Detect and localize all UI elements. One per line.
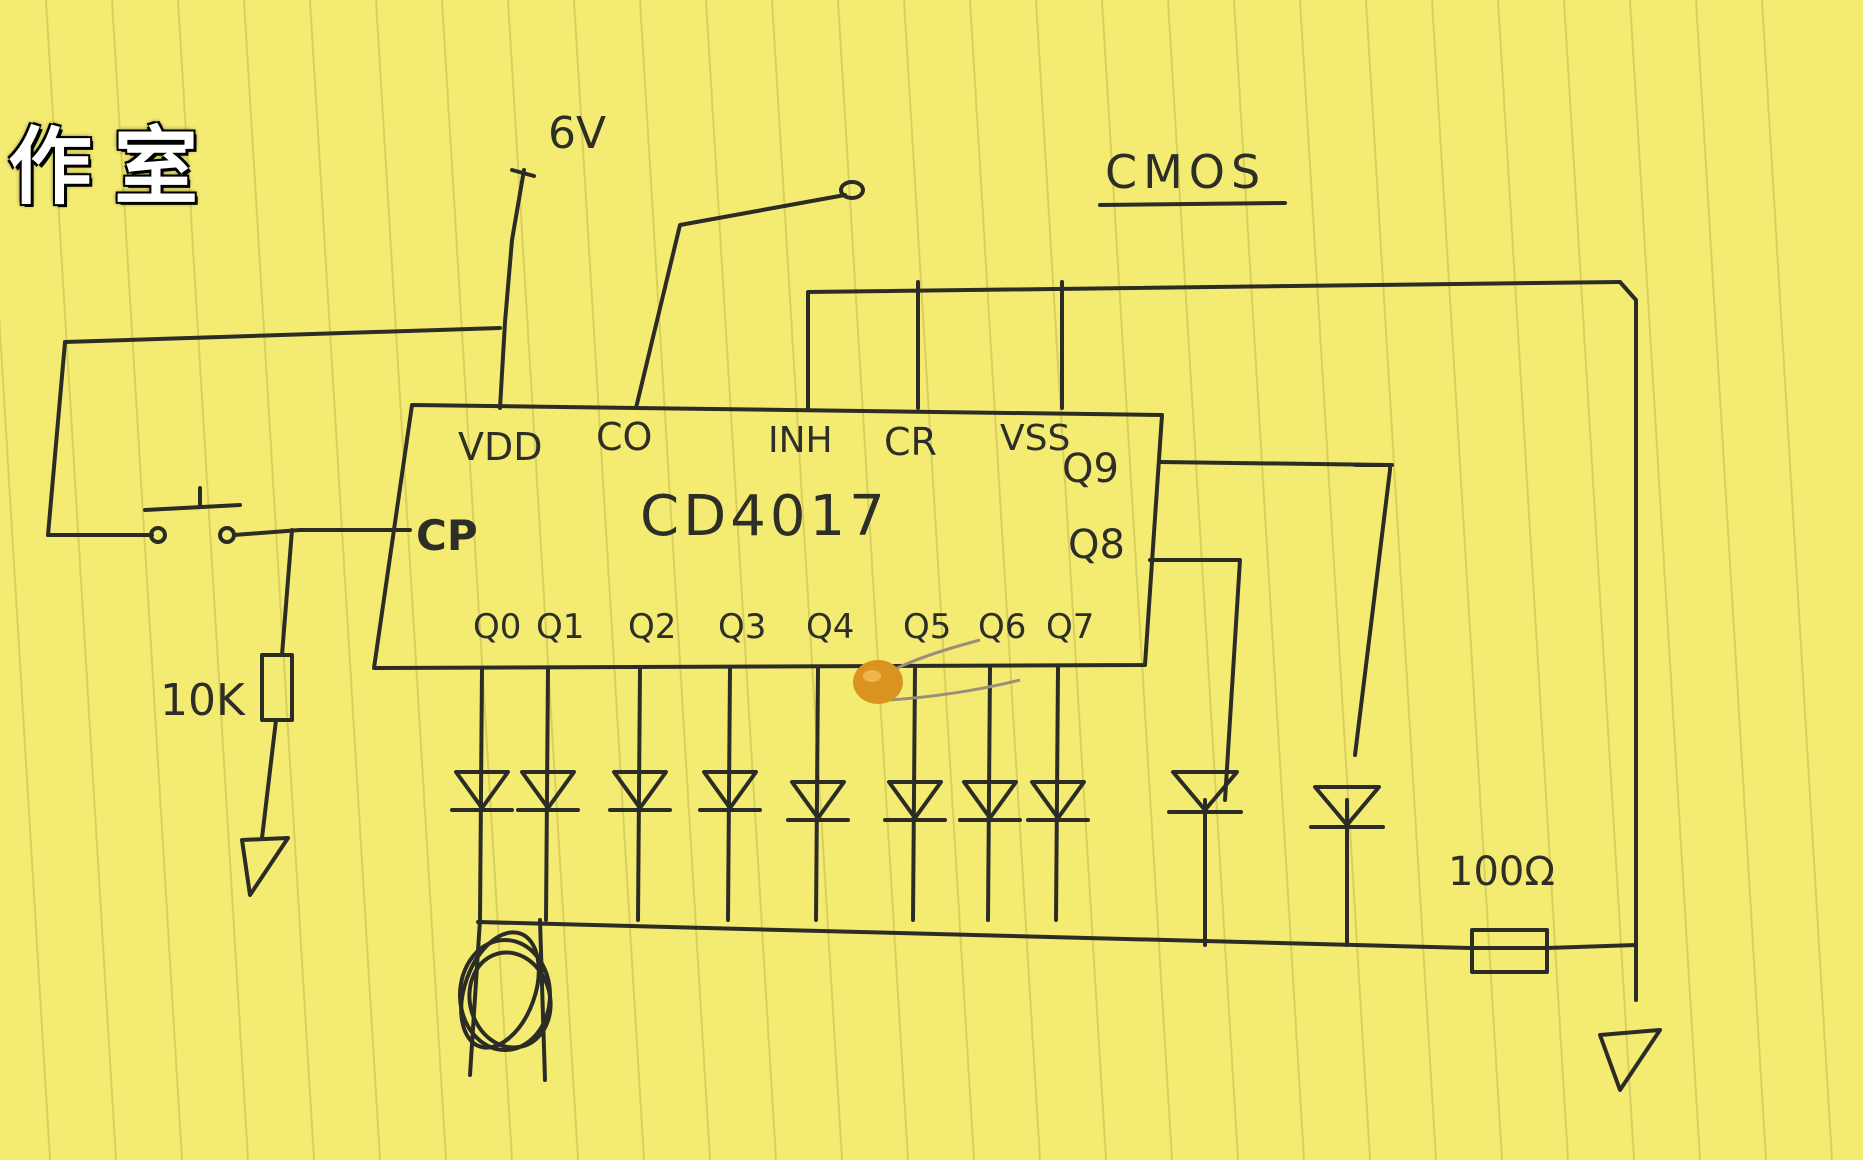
ruling-line <box>1167 0 1239 1160</box>
led-symbol <box>702 770 758 810</box>
ruling-line <box>1365 0 1437 1160</box>
ruling-line <box>111 0 183 1160</box>
output-pin-label: Q2 <box>628 607 676 647</box>
led-wire <box>726 666 732 922</box>
vdd-supply-wire <box>46 168 536 537</box>
pin-cr-label: CR <box>884 420 937 464</box>
led-wire <box>478 666 484 922</box>
ruling-line <box>771 0 843 1160</box>
led-symbol <box>1171 770 1239 812</box>
ruling-line <box>1431 0 1503 1160</box>
pin-q9-label: Q9 <box>1062 446 1119 492</box>
ruling-line <box>0 314 51 1160</box>
ruling-line <box>1761 0 1833 1160</box>
led-wire <box>636 666 642 922</box>
output-pin-labels: Q0 Q1 Q2 Q3 Q4 Q5 Q6 Q7 <box>473 607 1094 647</box>
clock-push-button <box>138 486 412 544</box>
led-column <box>698 666 762 922</box>
output-pin-label: Q4 <box>806 607 854 647</box>
supply-voltage-label: 6V <box>548 108 606 159</box>
led-wire <box>814 666 820 922</box>
ruling-line <box>243 0 315 1160</box>
led-symbol <box>1030 780 1086 820</box>
led-symbol <box>1313 785 1381 827</box>
output-pin-label: Q0 <box>473 607 521 647</box>
ruling-line <box>1101 0 1173 1160</box>
ruling-line <box>1563 0 1635 1160</box>
led-symbol <box>612 770 668 810</box>
output-pin-label: Q3 <box>718 607 766 647</box>
pin-co-label: CO <box>596 415 652 459</box>
output-pin-label: Q7 <box>1046 607 1094 647</box>
ruling-line <box>903 0 975 1160</box>
ruling-line <box>1299 0 1371 1160</box>
ruling-line <box>969 0 1041 1160</box>
ic-part-number: CD4017 <box>640 484 889 549</box>
pin-q8-label: Q8 <box>1068 522 1125 568</box>
led-column <box>1309 785 1385 947</box>
output-pin-label: Q6 <box>978 607 1026 647</box>
led-symbol <box>962 780 1018 820</box>
scribbled-led <box>458 918 553 1082</box>
ruling-line <box>375 0 447 1160</box>
led-column <box>1026 666 1090 922</box>
output-pin-label: Q1 <box>536 607 584 647</box>
led-column <box>516 666 580 922</box>
ruling-line <box>45 0 117 1160</box>
led-column <box>786 666 850 922</box>
pin-vss-label: VSS <box>1000 418 1070 459</box>
led-common-bus <box>476 920 1662 1092</box>
pin-inh-label: INH <box>768 420 833 461</box>
ruling-line <box>1233 0 1305 1160</box>
carry-out-wire <box>634 180 865 410</box>
led-column <box>608 666 672 922</box>
led-symbol <box>790 780 846 820</box>
high-output-wires <box>1148 460 1394 802</box>
led-wire <box>544 666 550 922</box>
ceramic-capacitor <box>853 638 1021 704</box>
ruling-line <box>705 0 777 1160</box>
resistor-10k <box>240 528 294 897</box>
led-column <box>958 666 1022 922</box>
ruling-line <box>1695 0 1767 1160</box>
ruling-line <box>573 0 645 1160</box>
ruling-line <box>1629 0 1701 1160</box>
ruling-line <box>1035 0 1107 1160</box>
pin-cp-label: CP <box>416 511 478 560</box>
pin-vdd-label: VDD <box>458 425 543 469</box>
cmos-note: CMOS <box>1105 145 1266 199</box>
led-wire <box>986 666 992 922</box>
led-symbol <box>454 770 510 810</box>
ruling-line <box>1497 0 1569 1160</box>
ruling-line <box>177 0 249 1160</box>
led-column <box>1167 770 1243 947</box>
resistor-100-label: 100Ω <box>1448 849 1555 895</box>
led-wire <box>1054 666 1060 922</box>
cd4017-ic-body <box>372 403 1164 670</box>
led-symbol <box>887 780 943 820</box>
video-caption-overlay: 作室 <box>8 118 221 216</box>
led-array <box>450 666 1385 947</box>
resistor-10k-label: 10K <box>160 675 246 726</box>
ruling-line <box>309 0 381 1160</box>
ground-bus-top <box>806 280 1638 1002</box>
led-symbol <box>520 770 576 810</box>
led-column <box>450 666 514 922</box>
ruling-line <box>837 0 909 1160</box>
led-column <box>883 666 947 922</box>
led-wire <box>911 666 917 922</box>
ruling-line <box>441 0 513 1160</box>
ruling-line <box>639 0 711 1160</box>
cmos-underline <box>1098 201 1287 207</box>
output-pin-label: Q5 <box>903 607 951 647</box>
